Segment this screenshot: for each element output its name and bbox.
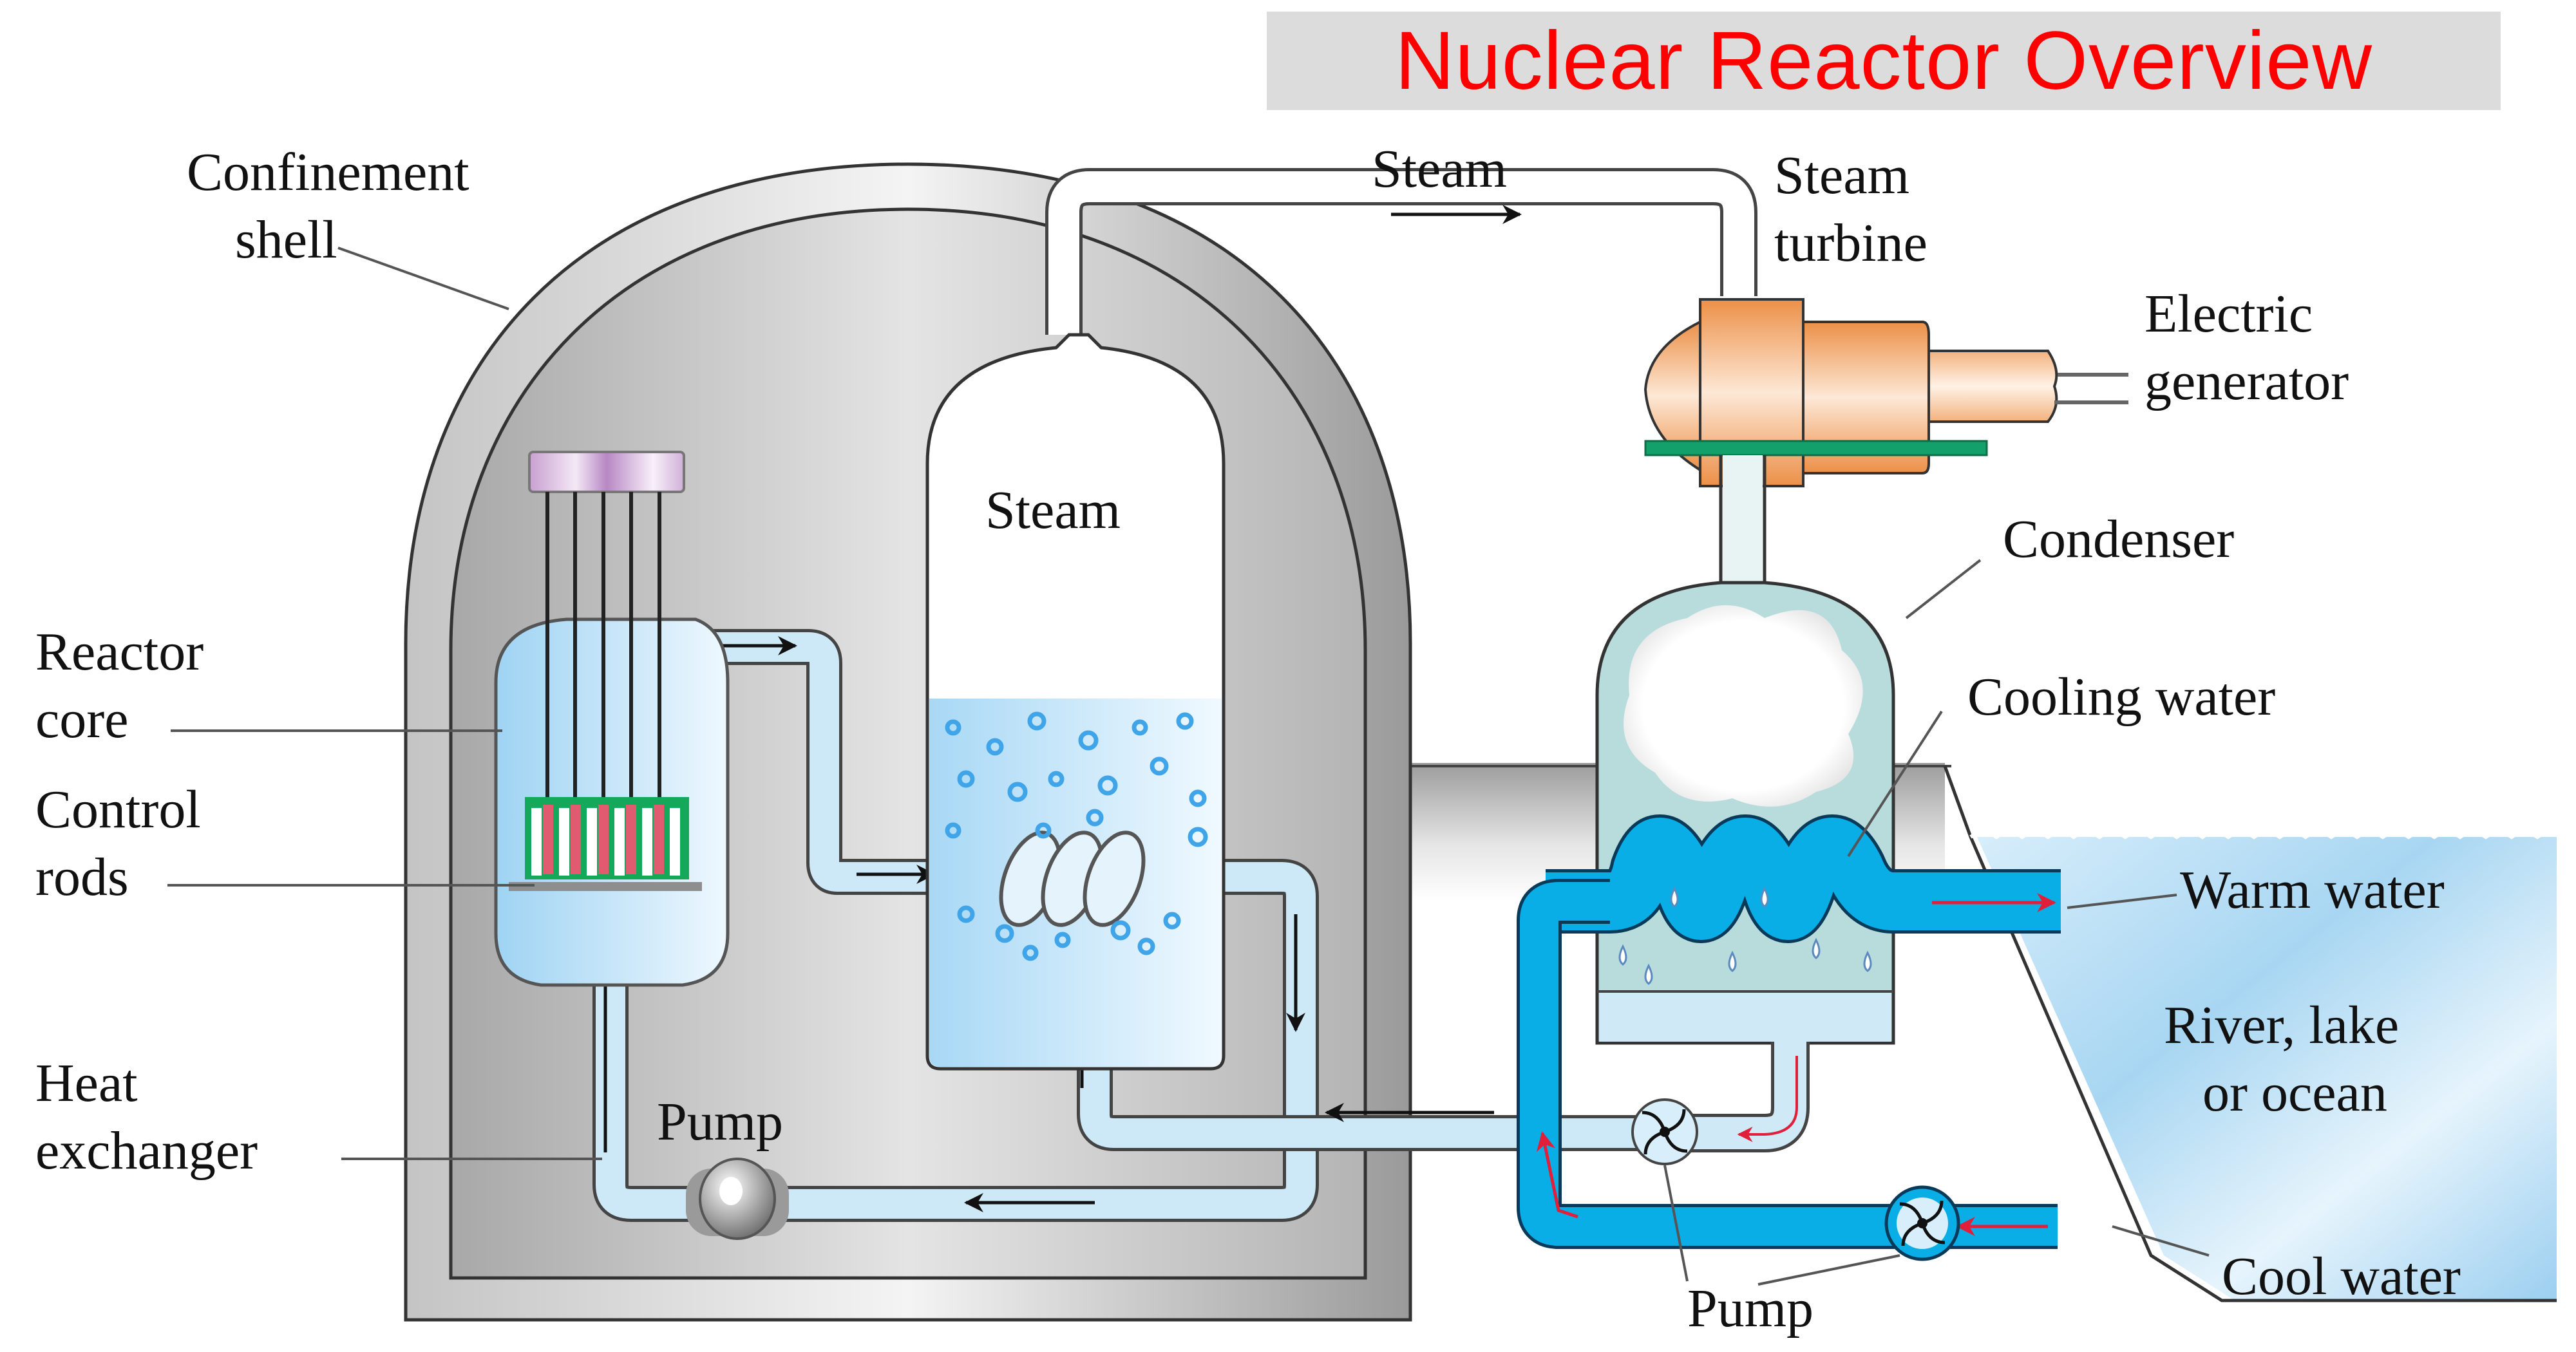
label-warm-water: Warm water — [2180, 860, 2445, 920]
electric-generator — [1927, 350, 2128, 423]
labels: Confinement shell Reactor core Control r… — [35, 139, 2461, 1338]
cooling-loop — [1517, 879, 2058, 1249]
primary-pump-icon — [686, 1158, 789, 1240]
control-rods — [543, 805, 664, 874]
steam-turbine — [1643, 298, 1930, 487]
condenser — [1546, 455, 2061, 1045]
label-control-rods-line1: Control — [35, 780, 201, 840]
label-water-source-line1: River, lake — [2164, 995, 2399, 1055]
label-condenser: Condenser — [2003, 509, 2234, 569]
label-heat-exchanger-line2: exchanger — [35, 1121, 258, 1181]
label-steam-pipe: Steam — [1372, 139, 1507, 199]
steam-cloud-icon — [1624, 605, 1863, 807]
flow-arrow-icon — [1737, 1056, 1798, 1142]
label-confinement-line2: shell — [235, 210, 337, 270]
label-confinement-line1: Confinement — [187, 142, 469, 202]
label-cooling-water: Cooling water — [1967, 667, 2275, 727]
title-banner: Nuclear Reactor Overview — [1267, 12, 2501, 110]
label-water-source-line2: or ocean — [2202, 1063, 2387, 1123]
fuel-rods — [531, 808, 680, 876]
leader-lines — [167, 247, 2210, 1286]
feedwater-line — [1072, 1002, 1674, 1151]
label-reactor-core-line2: core — [35, 690, 129, 749]
page-title: Nuclear Reactor Overview — [1395, 14, 2372, 107]
steam-pipe — [1045, 168, 1757, 335]
water-droplet-icon — [1618, 886, 1872, 985]
label-cool-water: Cool water — [2222, 1246, 2461, 1306]
flow-arrow-icon — [1536, 1131, 1578, 1219]
label-electric-generator-line2: generator — [2145, 352, 2349, 411]
turbine-base — [1644, 440, 1988, 456]
label-steam-turbine-line1: Steam — [1774, 146, 1909, 205]
reactor-core — [494, 451, 730, 987]
condensate-pump-icon — [1631, 1098, 1698, 1165]
bubbles — [945, 711, 1208, 961]
label-pump-secondary: Pump — [1687, 1279, 1814, 1338]
label-pump-primary: Pump — [657, 1092, 783, 1152]
steam-generator — [925, 333, 1226, 1071]
label-reactor-core-line1: Reactor — [35, 622, 204, 682]
cooling-pump-icon — [1884, 1185, 1960, 1261]
heat-exchanger-coil — [999, 831, 1146, 927]
label-steam-vessel: Steam — [985, 480, 1121, 540]
label-heat-exchanger-line1: Heat — [35, 1053, 138, 1113]
water-body — [1943, 765, 2564, 1302]
label-electric-generator-line1: Electric — [2145, 284, 2313, 344]
primary-loop — [592, 629, 1319, 1222]
label-control-rods-line2: rods — [35, 847, 129, 907]
label-steam-turbine-line2: turbine — [1774, 213, 1927, 273]
control-rod-drive — [528, 451, 685, 493]
